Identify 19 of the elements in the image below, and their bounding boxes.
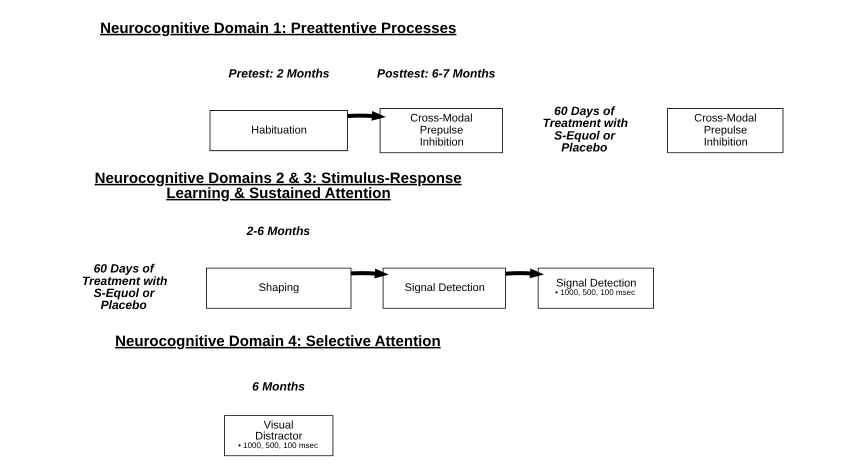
label: Neurocognitive Domain 1: Preattentive Processes	[100, 20, 456, 37]
node-box: Signal Detection	[382, 268, 506, 309]
node-box: Habituation	[209, 110, 348, 152]
node-box: Signal Detection • 1000, 500, 100 msec	[537, 268, 654, 309]
arrow	[347, 110, 386, 121]
node-box: Cross-Modal Prepulse Inhibition	[666, 108, 783, 154]
node-box: Shaping	[206, 268, 351, 309]
label: Pretest: 2 Months	[228, 66, 330, 81]
label: Neurocognitive Domains 2 & 3: Stimulus-Response Learning & Sustained Attention	[94, 170, 462, 202]
label: 60 Days of Treatment with S-Equol or Placebo	[82, 262, 167, 312]
node-box: Visual Distractor • 1000, 500, 100 msec	[224, 415, 333, 456]
label: 2-6 Months	[246, 224, 310, 238]
arrow	[504, 268, 544, 278]
node-box: Cross-Modal Prepulse Inhibition	[379, 108, 502, 154]
label: 6 Months	[252, 380, 304, 394]
label: Neurocognitive Domain 4: Selective Attention	[114, 332, 440, 350]
arrow	[350, 268, 388, 278]
label: Posttest: 6-7 Months	[376, 66, 495, 81]
label: 60 Days of Treatment with S-Equol or Placebo	[542, 104, 628, 154]
